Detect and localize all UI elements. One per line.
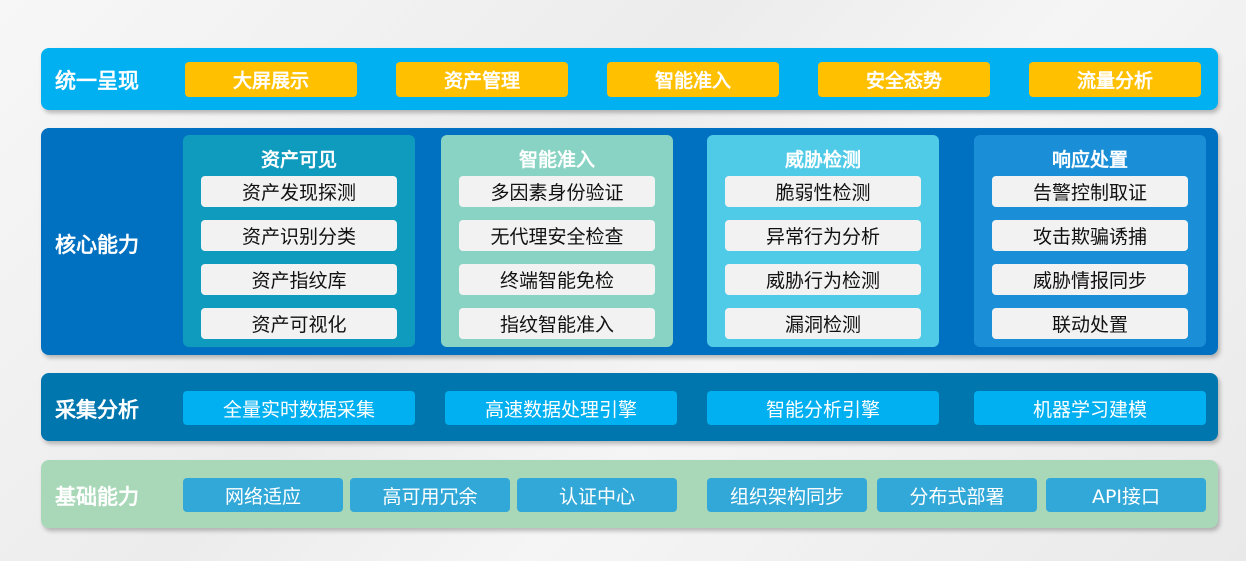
foundation-item: 组织架构同步 — [707, 478, 867, 512]
foundation-item: 高可用冗余 — [350, 478, 510, 512]
foundation-item: 认证中心 — [517, 478, 677, 512]
group-title: 智能准入 — [518, 149, 595, 171]
presentation-item: 安全态势 — [818, 62, 990, 97]
capability-item: 攻击欺骗诱捕 — [992, 220, 1188, 251]
capability-item: 威胁行为检测 — [725, 264, 921, 295]
capability-item: 多因素身份验证 — [459, 176, 655, 207]
presentation-item: 智能准入 — [607, 62, 779, 97]
layer-collection: 采集分析 全量实时数据采集高速数据处理引擎智能分析引擎 机器学习建模 — [41, 373, 1218, 441]
capability-item: 威胁情报同步 — [992, 264, 1188, 295]
foundation-item: 分布式部署 — [877, 478, 1037, 512]
presentation-item: 流量分析 — [1029, 62, 1201, 97]
layer-label: 基础能力 — [55, 485, 139, 509]
collection-item: 高速数据处理引擎 — [445, 391, 677, 425]
collection-item: 智能分析引擎 — [707, 391, 939, 425]
collection-item: 全量实时数据采集 — [183, 391, 415, 425]
capability-item: 异常行为分析 — [725, 220, 921, 251]
capability-item: 资产发现探测 — [201, 176, 397, 207]
capability-item: 无代理安全检查 — [459, 220, 655, 251]
group-title: 威胁检测 — [784, 149, 861, 171]
group-title: 资产可见 — [260, 149, 337, 171]
capability-item: 联动处置 — [992, 308, 1188, 339]
layer-label: 统一呈现 — [55, 69, 139, 93]
layer-presentation: 统一呈现 大屏展示 资产管理 智能准入 安全态势 流量分析 — [41, 48, 1218, 110]
capability-item: 脆弱性检测 — [725, 176, 921, 207]
foundation-item: API接口 — [1046, 478, 1206, 512]
capability-item: 资产可视化 — [201, 308, 397, 339]
capability-item: 漏洞检测 — [725, 308, 921, 339]
capability-item: 终端智能免检 — [459, 264, 655, 295]
layer-label: 采集分析 — [55, 398, 139, 422]
capability-group: 威胁检测脆弱性检测异常行为分析威胁行为检测漏洞检测 — [707, 135, 939, 347]
layer-foundation: 基础能力 网络适应高可用冗余认证中心组织架构同步分布式部署 API接口 — [41, 460, 1218, 528]
presentation-item: 大屏展示 — [185, 62, 357, 97]
capability-item: 指纹智能准入 — [459, 308, 655, 339]
foundation-item: 网络适应 — [183, 478, 343, 512]
layer-core: 核心能力资产可见资产发现探测资产识别分类资产指纹库资产可视化智能准入多因素身份验… — [41, 128, 1218, 355]
capability-group: 响应处置告警控制取证攻击欺骗诱捕威胁情报同步联动处置 — [974, 135, 1206, 347]
capability-group: 资产可见资产发现探测资产识别分类资产指纹库资产可视化 — [183, 135, 415, 347]
collection-item: 机器学习建模 — [974, 391, 1206, 425]
capability-item: 资产识别分类 — [201, 220, 397, 251]
capability-group: 智能准入多因素身份验证无代理安全检查终端智能免检指纹智能准入 — [441, 135, 673, 347]
capability-item: 资产指纹库 — [201, 264, 397, 295]
layer-label: 核心能力 — [55, 233, 139, 257]
group-title: 响应处置 — [1051, 149, 1128, 171]
presentation-item: 资产管理 — [396, 62, 568, 97]
capability-item: 告警控制取证 — [992, 176, 1188, 207]
